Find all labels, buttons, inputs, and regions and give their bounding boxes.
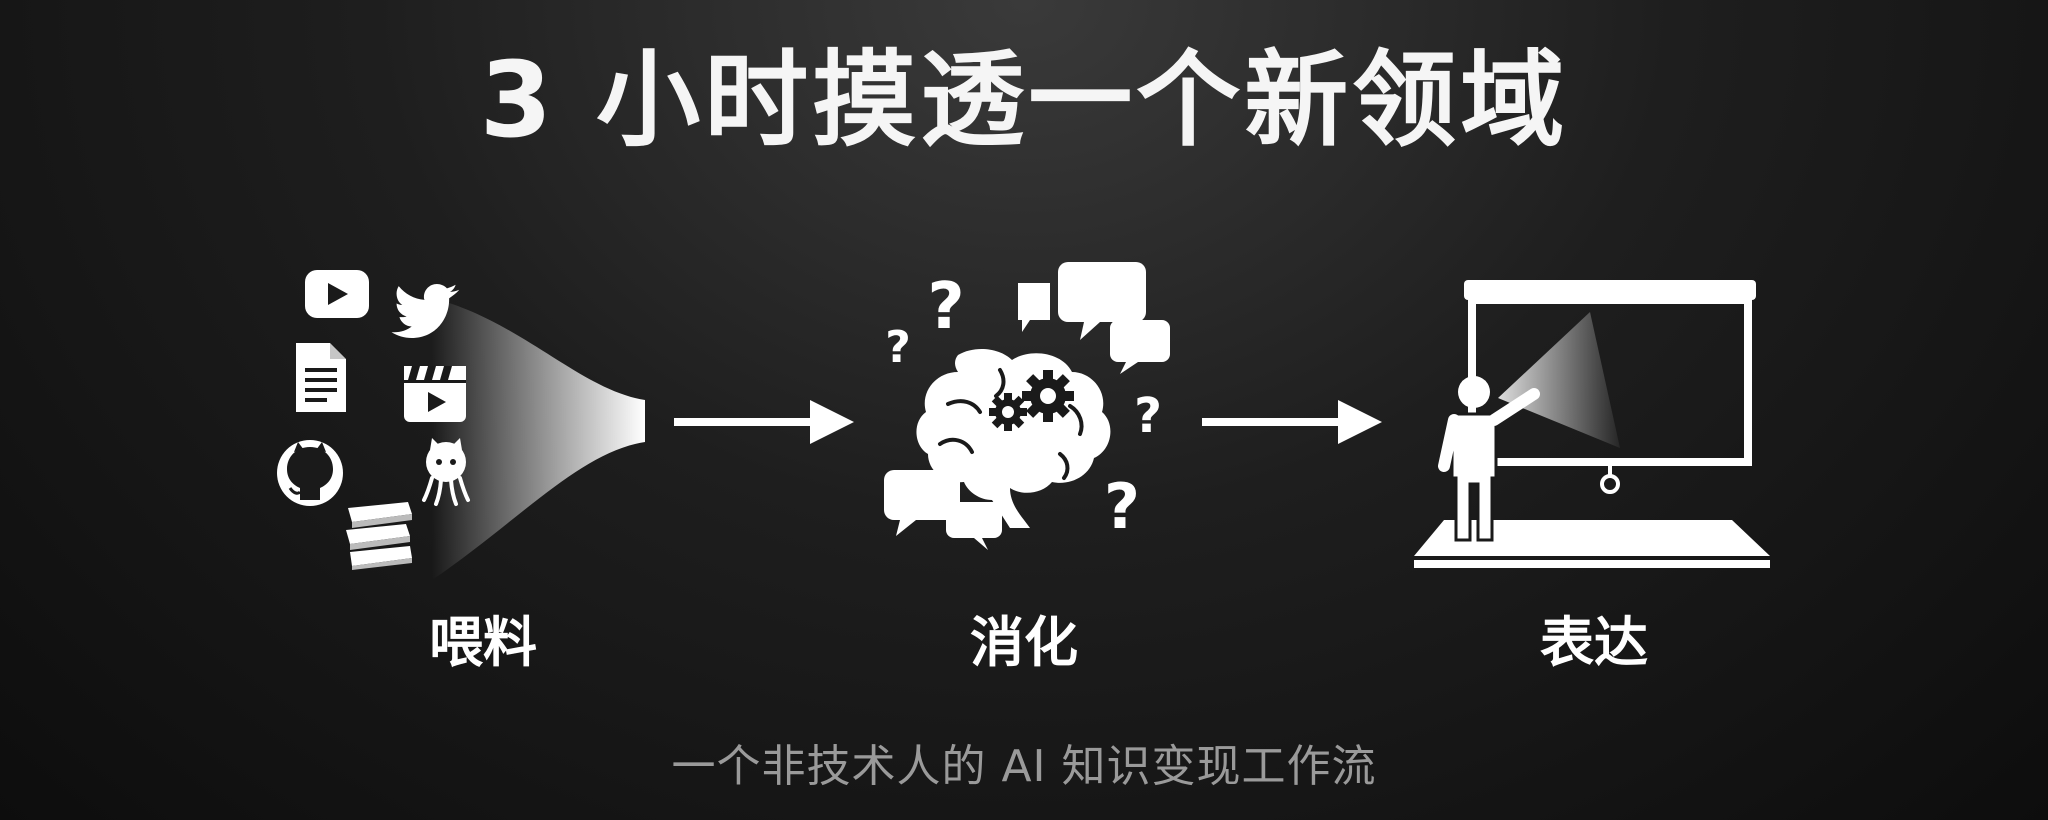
youtube-icon [305,270,369,318]
stage-icon [1414,520,1770,568]
github-octocat-icon [422,438,470,506]
feed-stage [277,270,645,580]
github-icon [277,440,343,506]
projection-screen-icon [1464,280,1756,494]
stage-label-digest: 消化 [970,611,1078,674]
question-mark-icon: ? [1104,470,1140,543]
stage-label-feed: 喂料 [429,611,537,674]
page-subtitle: 一个非技术人的 AI 知识变现工作流 [671,741,1377,792]
arrow-feed-to-digest [674,400,854,444]
projector-beam [1498,312,1620,448]
question-mark-icon: ? [1134,388,1162,444]
stage-label-express: 表达 [1540,611,1648,674]
document-icon [296,343,346,412]
speech-bubbles-icon [1018,262,1170,374]
question-mark-icon: ? [927,270,964,344]
video-clapper-icon [404,366,466,422]
express-stage [1414,280,1770,568]
arrow-digest-to-express [1202,400,1382,444]
books-icon [346,502,412,570]
speech-bubbles-icon [884,470,1002,550]
page-title: 3 小时摸透一个新领域 [479,39,1569,161]
presenter-icon [1438,376,1540,542]
funnel-icon [432,298,645,580]
digest-stage: ? ? ? ? [884,262,1170,550]
twitter-icon [391,284,460,338]
brain-gears-icon [916,348,1111,528]
question-mark-icon: ? [885,322,911,373]
